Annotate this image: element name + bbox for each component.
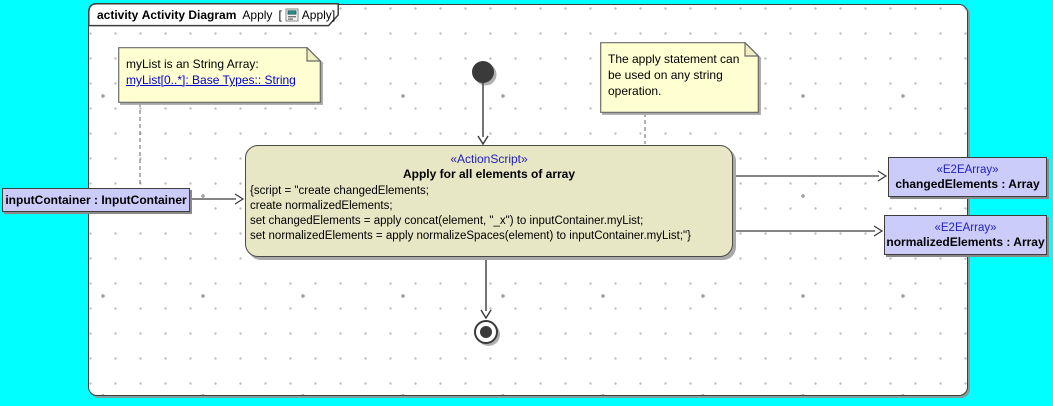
note-apply-text: The apply statement can be used on any s… — [608, 52, 740, 98]
note-mylist[interactable]: myList is an String Array: myList[0..*]:… — [118, 47, 324, 107]
note-apply[interactable]: The apply statement can be used on any s… — [600, 42, 762, 117]
object-normalized-elements[interactable]: «E2EArray» normalizedElements : Array — [884, 215, 1047, 255]
frame-keyword: activity — [97, 7, 139, 22]
object-changed-stereotype: «E2EArray» — [936, 163, 999, 176]
frame-ref-name: Apply — [301, 7, 332, 22]
frame-label-text: activity Activity Diagram Apply [ Apply … — [97, 6, 335, 23]
frame-ref-close: ] — [331, 7, 336, 22]
frame-label-tab: activity Activity Diagram Apply [ Apply … — [88, 3, 340, 27]
frame-name: Apply — [242, 7, 273, 22]
note-mylist-line: myList is an String Array: — [126, 57, 259, 71]
note-mylist-link[interactable]: myList[0..*]: Base Types:: String — [126, 73, 296, 87]
script-line: {script = "create changedElements; — [250, 185, 429, 197]
script-line: create normalizedElements; — [250, 200, 393, 212]
activity-diagram-icon — [285, 8, 299, 21]
action-script: {script = "create changedElements; creat… — [250, 184, 728, 244]
object-changed-elements[interactable]: «E2EArray» changedElements : Array — [888, 157, 1047, 197]
note-shape — [600, 42, 760, 113]
frame-diagram-type: Activity Diagram — [141, 7, 237, 22]
object-input-label: inputContainer : InputContainer — [5, 192, 187, 207]
frame-ref-open: [ — [278, 7, 282, 22]
object-input-container[interactable]: inputContainer : InputContainer — [2, 188, 190, 212]
note-mylist-text: myList is an String Array: myList[0..*]:… — [126, 56, 316, 88]
script-line: set normalizedElements = apply normalize… — [250, 230, 691, 242]
note-shape — [118, 47, 322, 103]
object-normalized-label: normalizedElements : Array — [886, 234, 1045, 249]
action-apply-for-all-elements[interactable]: «ActionScript» Apply for all elements of… — [245, 145, 733, 257]
action-stereotype: «ActionScript» — [450, 152, 528, 166]
action-title: Apply for all elements of array — [402, 167, 576, 181]
script-line: set changedElements = apply concat(eleme… — [250, 215, 644, 227]
object-changed-label: changedElements : Array — [895, 176, 1040, 191]
object-normalized-stereotype: «E2EArray» — [934, 221, 997, 234]
frame-label-shape — [88, 3, 339, 27]
